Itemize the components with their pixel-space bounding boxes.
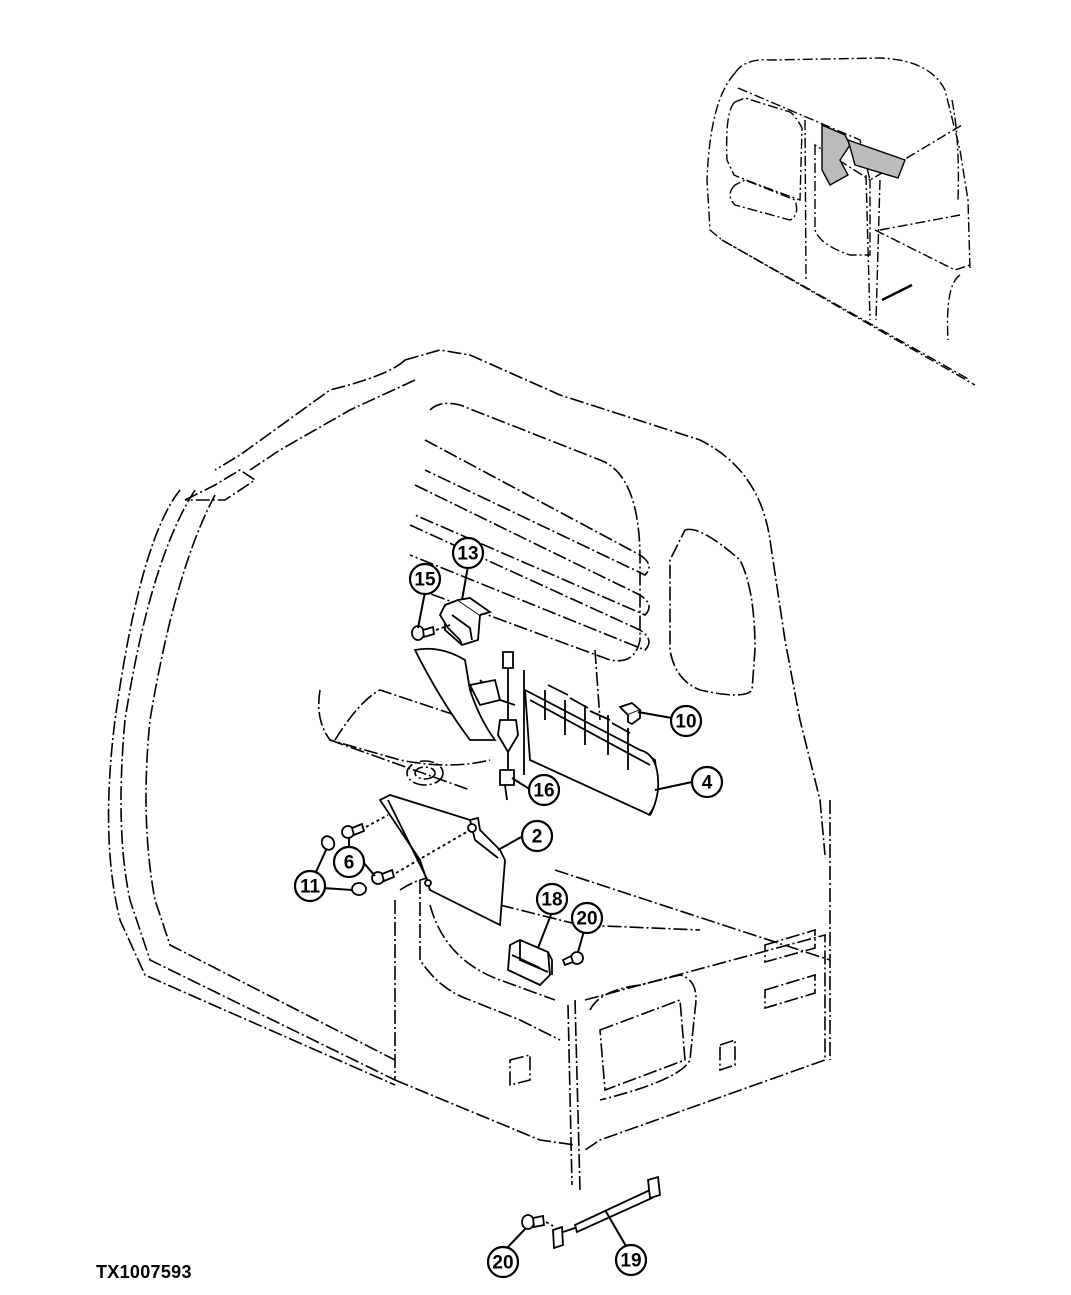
callout-6: 6 — [332, 845, 366, 879]
part-2-trim-cover — [378, 794, 506, 927]
svg-text:10: 10 — [675, 712, 696, 733]
part-16-rod — [468, 651, 525, 801]
svg-text:20: 20 — [576, 909, 597, 930]
callout-15: 15 — [408, 562, 442, 596]
svg-text:4: 4 — [702, 773, 713, 794]
figure-id: TX1007593 — [96, 1262, 192, 1282]
svg-text:6: 6 — [344, 853, 355, 874]
callout-11: 11 — [293, 869, 327, 903]
svg-text:19: 19 — [620, 1251, 641, 1272]
leader-lines — [315, 565, 693, 1249]
part-6-screw-upper — [341, 814, 389, 839]
cab-phantom-outline — [107, 349, 831, 1191]
part-10-clip — [618, 701, 642, 726]
svg-text:11: 11 — [300, 877, 321, 898]
part-11-caps — [320, 835, 367, 896]
svg-text:16: 16 — [533, 781, 554, 802]
part-20-screw-upper — [561, 951, 584, 967]
part-20-screw-lower — [521, 1214, 554, 1230]
svg-text:18: 18 — [541, 890, 562, 911]
part-18-bracket — [507, 939, 553, 987]
callout-18: 18 — [535, 882, 569, 916]
callout-16: 16 — [527, 773, 561, 807]
svg-text:20: 20 — [492, 1253, 513, 1274]
inset-highlight-panel-upper — [846, 138, 906, 179]
inset-cab-overview — [706, 57, 976, 386]
svg-text:13: 13 — [457, 544, 478, 565]
svg-text:15: 15 — [414, 570, 436, 591]
part-13-bracket — [438, 597, 493, 647]
callout-19: 19 — [614, 1243, 648, 1277]
callout-20-upper: 20 — [570, 901, 604, 935]
part-15-screw — [411, 624, 451, 641]
callout-4: 4 — [690, 765, 724, 799]
svg-text:2: 2 — [532, 827, 543, 848]
part-19-bar — [552, 1175, 661, 1250]
part-4-panel — [523, 684, 660, 817]
callout-13: 13 — [451, 536, 485, 570]
callout-10: 10 — [669, 704, 703, 738]
callout-20-lower: 20 — [486, 1245, 520, 1279]
callout-2: 2 — [520, 819, 554, 853]
inset-highlight-panel — [821, 123, 851, 186]
